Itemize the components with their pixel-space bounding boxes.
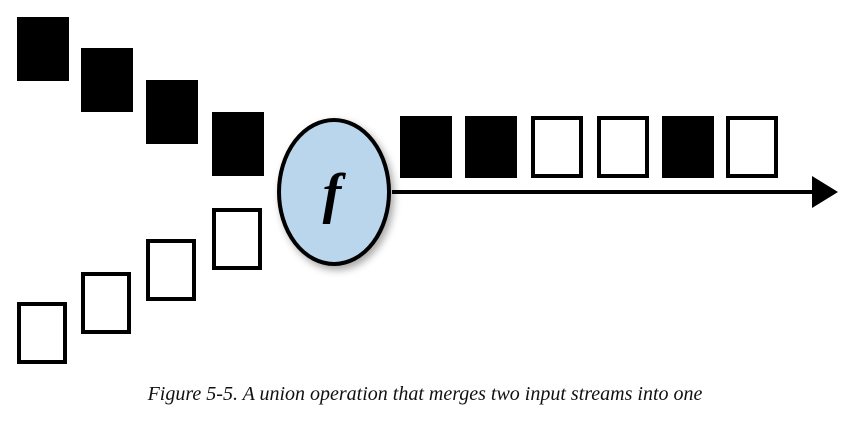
stream1-element xyxy=(212,112,264,176)
stream1-element xyxy=(17,17,69,81)
output-stream xyxy=(400,116,778,178)
stream1-element xyxy=(81,48,133,112)
stream2-element xyxy=(17,302,67,364)
stream2-element xyxy=(212,208,262,270)
output-element xyxy=(465,116,517,178)
output-element xyxy=(662,116,714,178)
stream2-element xyxy=(146,239,196,301)
stream2-element xyxy=(81,272,131,334)
output-arrowhead xyxy=(812,176,838,208)
stream1-element xyxy=(146,80,198,144)
input-stream-2 xyxy=(17,208,262,364)
function-node xyxy=(277,118,391,266)
output-element xyxy=(400,116,452,178)
output-element xyxy=(531,116,583,178)
output-element xyxy=(597,116,649,178)
input-stream-1 xyxy=(17,17,264,176)
output-element xyxy=(726,116,778,178)
figure-caption: Figure 5-5. A union operation that merge… xyxy=(147,383,703,405)
